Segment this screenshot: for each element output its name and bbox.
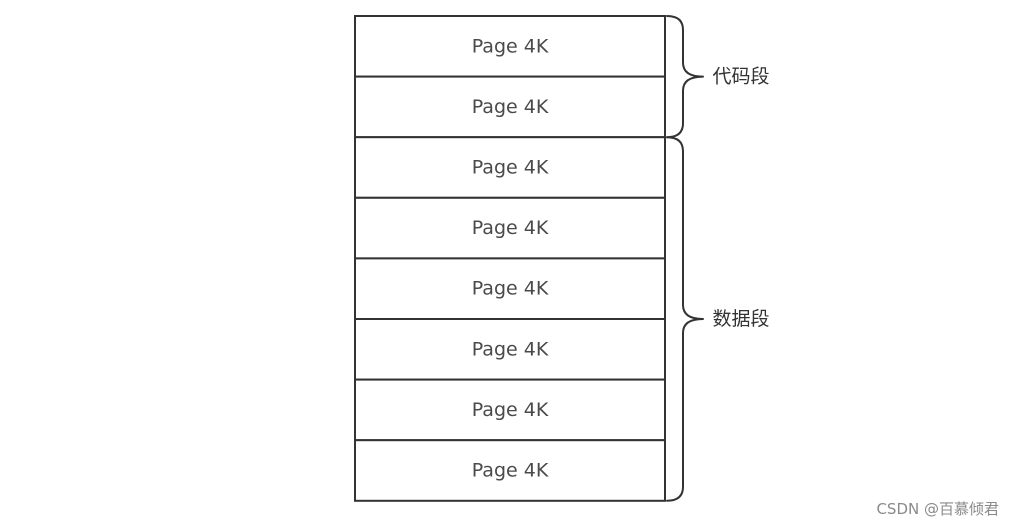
page-label: Page 4K: [472, 217, 549, 239]
pages-stack: Page 4K Page 4K Page 4K Page 4K Page 4K Page …: [354, 15, 666, 502]
page-box: [354, 439, 666, 502]
page-box: [354, 15, 666, 78]
segment-brace: [666, 15, 704, 139]
page-box: [354, 196, 666, 260]
page-box: [354, 136, 666, 199]
page-label: Page 4K: [472, 35, 549, 57]
watermark: CSDN @百慕倾君: [876, 500, 999, 518]
page-box: [354, 318, 666, 381]
page-box: [354, 75, 666, 139]
page-block: Page 4K: [354, 378, 666, 442]
page-label: Page 4K: [472, 157, 549, 179]
segment-label: 代码段: [712, 66, 769, 88]
page-label: Page 4K: [472, 338, 549, 360]
page-label: Page 4K: [472, 460, 549, 482]
page-block: Page 4K: [354, 439, 666, 502]
page-label: Page 4K: [472, 278, 549, 300]
page-label: Page 4K: [472, 399, 549, 421]
segment-label: 数据段: [712, 308, 769, 330]
page-block: Page 4K: [354, 318, 666, 381]
page-label: Page 4K: [472, 96, 549, 118]
page-block: Page 4K: [354, 196, 666, 260]
segment-brace: [666, 136, 704, 502]
page-block: Page 4K: [354, 75, 666, 139]
page-block: Page 4K: [354, 15, 666, 78]
page-block: Page 4K: [354, 136, 666, 199]
page-block: Page 4K: [354, 257, 666, 320]
